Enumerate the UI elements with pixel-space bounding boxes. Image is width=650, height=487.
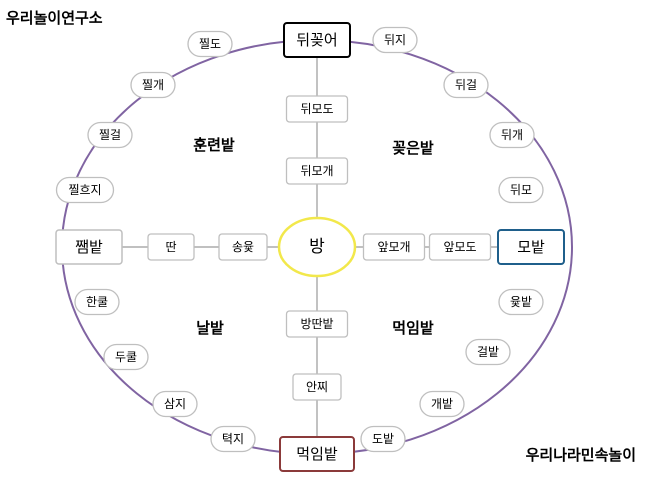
spoke-node-up-1[interactable] (285, 157, 349, 185)
ring-node-bottom-left-2[interactable] (152, 390, 198, 418)
ring-node-bottom-right-4[interactable] (360, 425, 406, 453)
ring-node-top-right-3[interactable] (489, 121, 535, 149)
ring-node-top-right-1[interactable] (372, 26, 418, 54)
ring-node-top-left-4-label: 찔도 (199, 37, 221, 51)
ring-node-bottom-right-4-label: 도밭 (372, 432, 394, 446)
ring-node-top-left-3[interactable] (130, 71, 176, 99)
ring-node-bottom-right-1-label: 윷밭 (510, 295, 532, 309)
corner-bottom-box[interactable] (279, 436, 355, 472)
ring-node-bottom-right-3-label: 개밭 (431, 397, 453, 411)
corner-left-box[interactable] (55, 229, 123, 265)
ring-node-bottom-left-3[interactable] (103, 343, 149, 371)
ring-node-top-left-2-label: 찔걸 (99, 128, 121, 142)
ring-node-bottom-left-1-label: 텩지 (222, 432, 244, 446)
ring-node-bottom-left-3-label: 두쿨 (115, 350, 137, 364)
spoke-node-left-1-label: 송윷 (232, 240, 254, 254)
center-circle[interactable] (277, 216, 357, 278)
ring-node-bottom-left-2-label: 삼지 (164, 397, 186, 411)
spoke-node-down-1[interactable] (285, 310, 349, 338)
ring-node-top-left-3-label: 찔개 (142, 78, 164, 92)
top-left-label: 우리놀이연구소 (6, 9, 103, 27)
corner-top-box-label: 뒤꽂어 (296, 31, 337, 49)
ring-node-top-right-2[interactable] (443, 71, 489, 99)
ring-node-bottom-left-4[interactable] (74, 288, 120, 316)
ring-node-top-left-1-label: 찔흐지 (68, 183, 101, 197)
spoke-node-left-2-label: 딴 (165, 240, 176, 254)
corner-top-box[interactable] (283, 22, 351, 58)
quadrant-bottom-right-label: 먹임밭 (392, 319, 434, 337)
spoke-node-right-1[interactable] (362, 233, 426, 261)
corner-right-box[interactable] (497, 229, 565, 265)
ring-node-top-right-1-label: 뒤지 (384, 33, 406, 47)
spoke-node-down-2-label: 안찌 (306, 380, 328, 394)
ring-node-top-left-1[interactable] (55, 176, 115, 204)
spoke-node-up-2[interactable] (285, 95, 349, 123)
quadrant-top-right-label: 꽂은밭 (392, 139, 434, 157)
ring-node-top-right-3-label: 뒤개 (501, 128, 523, 142)
spoke-node-left-2[interactable] (147, 233, 195, 261)
center-label: 방 (309, 237, 325, 257)
spoke-node-down-1-label: 방딴밭 (300, 317, 333, 331)
spoke-node-down-2[interactable] (292, 373, 342, 401)
ring-node-top-left-2[interactable] (87, 121, 133, 149)
ring-node-bottom-right-2[interactable] (465, 338, 511, 366)
spoke-node-up-2-label: 뒤모도 (300, 102, 333, 116)
spoke-node-right-2-label: 앞모도 (443, 240, 476, 254)
corner-bottom-box-label: 먹임밭 (296, 445, 338, 463)
ring-node-bottom-right-3[interactable] (419, 390, 465, 418)
ring-node-bottom-right-2-label: 걸밭 (477, 345, 499, 359)
spoke-node-up-1-label: 뒤모개 (300, 164, 333, 178)
corner-right-box-label: 모밭 (517, 238, 545, 256)
spoke-node-right-1-label: 앞모개 (377, 240, 410, 254)
ring-node-top-right-4-label: 뒤모 (510, 183, 532, 197)
ring-node-bottom-right-1[interactable] (498, 288, 544, 316)
ring-node-top-right-2-label: 뒤걸 (455, 78, 477, 92)
spoke-node-right-2[interactable] (428, 233, 492, 261)
quadrant-top-left-label: 훈련밭 (193, 136, 235, 154)
ring-node-bottom-left-4-label: 한쿨 (86, 295, 108, 309)
ring-node-bottom-left-1[interactable] (210, 425, 256, 453)
spoke-node-left-1[interactable] (218, 233, 268, 261)
corner-left-box-label: 쨈밭 (75, 238, 103, 256)
ring-node-top-left-4[interactable] (187, 30, 233, 58)
ring-node-top-right-4[interactable] (498, 176, 544, 204)
quadrant-bottom-left-label: 날밭 (196, 319, 224, 337)
bottom-right-label: 우리나라민속놀이 (525, 446, 636, 464)
